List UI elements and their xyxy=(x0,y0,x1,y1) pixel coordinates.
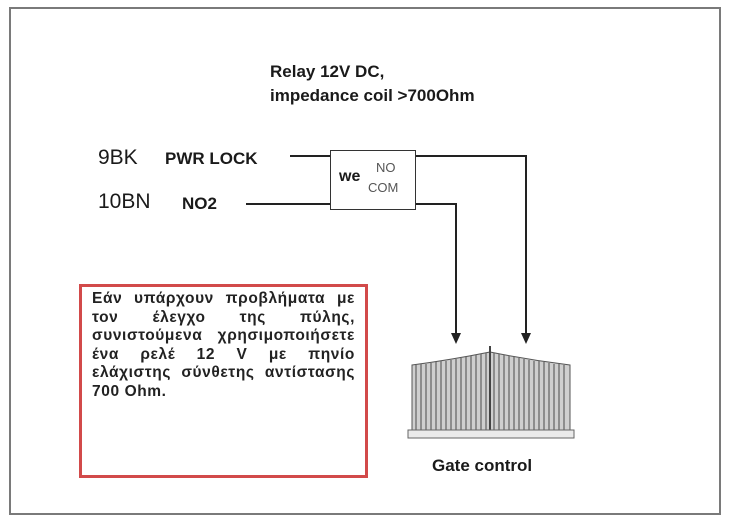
diagram-frame xyxy=(9,7,721,515)
wire2-code: 10BN xyxy=(98,190,151,213)
relay-title-line1: Relay 12V DC, xyxy=(270,62,385,81)
warning-note-text: Εάν υπάρχουν προβλήματα με τον έλεγχο τη… xyxy=(92,290,355,400)
gate-label: Gate control xyxy=(432,456,533,475)
relay-contact-no: NO xyxy=(376,160,396,175)
relay-brand: we xyxy=(339,168,361,185)
relay-title: Relay 12V DC, impedance coil >700Ohm xyxy=(270,60,475,108)
relay-contact-com: COM xyxy=(368,180,399,195)
wire-no-output xyxy=(416,155,527,335)
gate-icon xyxy=(407,346,575,439)
warning-note: Εάν υπάρχουν προβλήματα με τον έλεγχο τη… xyxy=(79,284,368,478)
wire1-code: 9BK xyxy=(98,146,138,169)
wire-com-output xyxy=(416,203,457,335)
arrow-no xyxy=(521,333,531,344)
wire1-name: PWR LOCK xyxy=(165,149,258,168)
wire2-name: NO2 xyxy=(182,194,217,213)
relay-title-line2: impedance coil >700Ohm xyxy=(270,86,475,105)
arrow-com xyxy=(451,333,461,344)
relay-box xyxy=(330,150,416,210)
